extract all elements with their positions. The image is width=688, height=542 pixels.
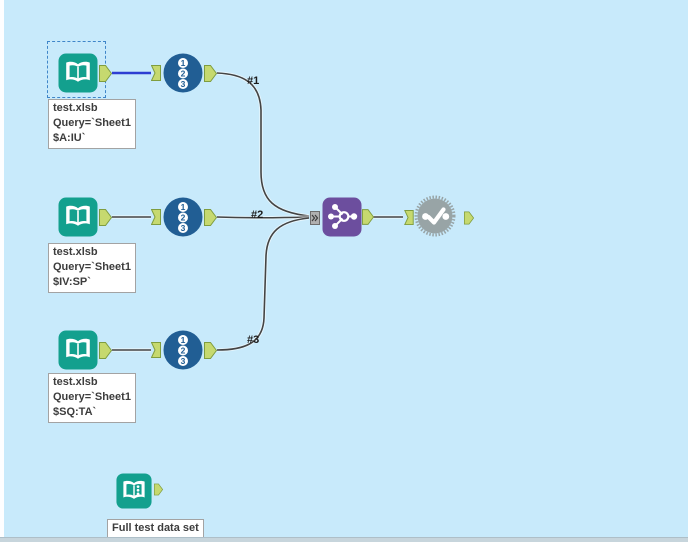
select3-output-anchor[interactable] xyxy=(204,342,217,359)
test-gear-icon xyxy=(414,195,456,237)
connection-select1-union[interactable] xyxy=(216,72,310,217)
annotation-line: Query=`Sheet1 xyxy=(53,117,131,129)
annotation-input1[interactable]: test.xlsb Query=`Sheet1 $A:IU` xyxy=(48,99,136,149)
annotation-input3[interactable]: test.xlsb Query=`Sheet1 $SQ:TA` xyxy=(48,373,136,423)
input-data-icon xyxy=(58,330,98,370)
tool-input-data-3[interactable] xyxy=(58,330,98,370)
canvas-left-edge xyxy=(0,0,4,538)
annotation-line: Full test data set xyxy=(112,522,199,534)
tool-input-data-2[interactable] xyxy=(58,197,98,237)
test-input-anchor[interactable] xyxy=(404,210,414,225)
select2-output-anchor[interactable] xyxy=(204,209,217,226)
annotation-line: test.xlsb xyxy=(53,376,98,388)
test-output-anchor[interactable] xyxy=(464,211,474,225)
annotation-line: Query=`Sheet1 xyxy=(53,261,131,273)
connection-label-2: #2 xyxy=(251,209,264,221)
select-icon: 1 2 3 xyxy=(163,330,203,370)
input2-output-anchor[interactable] xyxy=(99,209,112,226)
svg-text:1: 1 xyxy=(181,335,186,345)
svg-text:3: 3 xyxy=(181,223,186,233)
svg-text:2: 2 xyxy=(181,346,186,356)
annotation-line: $A:IU` xyxy=(53,132,86,144)
input4-output-anchor[interactable] xyxy=(154,483,163,496)
tool-input-data-1[interactable] xyxy=(58,53,98,93)
connection-select3-union[interactable] xyxy=(216,217,310,351)
tool-test[interactable] xyxy=(413,194,457,238)
annotation-line: $SQ:TA` xyxy=(53,406,97,418)
union-icon xyxy=(322,197,362,237)
tool-union[interactable] xyxy=(322,197,362,237)
union-input-anchor[interactable] xyxy=(310,211,320,225)
connection-select2-union[interactable] xyxy=(216,216,310,219)
wire-halo xyxy=(216,216,310,352)
svg-text:3: 3 xyxy=(181,356,186,366)
tool-select-2[interactable]: 1 2 3 xyxy=(163,197,203,237)
select1-input-anchor[interactable] xyxy=(151,65,161,81)
annotation-line: test.xlsb xyxy=(53,102,98,114)
input-data-icon xyxy=(116,473,152,509)
connection-label-1: #1 xyxy=(247,75,260,87)
input-data-icon xyxy=(58,53,98,93)
svg-text:2: 2 xyxy=(181,69,186,79)
input1-output-anchor[interactable] xyxy=(99,65,112,82)
annotation-line: test.xlsb xyxy=(53,246,98,258)
wire-halo xyxy=(216,71,310,218)
canvas-bottom-edge xyxy=(0,537,688,542)
select3-input-anchor[interactable] xyxy=(151,342,161,358)
input-data-icon xyxy=(58,197,98,237)
svg-text:1: 1 xyxy=(181,202,186,212)
svg-text:2: 2 xyxy=(181,213,186,223)
tool-select-1[interactable]: 1 2 3 xyxy=(163,53,203,93)
input3-output-anchor[interactable] xyxy=(99,342,112,359)
annotation-line: $IV:SP` xyxy=(53,276,91,288)
svg-text:1: 1 xyxy=(181,58,186,68)
svg-text:3: 3 xyxy=(181,79,186,89)
annotation-input2[interactable]: test.xlsb Query=`Sheet1 $IV:SP` xyxy=(48,243,136,293)
select1-output-anchor[interactable] xyxy=(204,65,217,82)
union-output-anchor[interactable] xyxy=(362,209,374,225)
tool-input-data-4[interactable] xyxy=(116,473,152,509)
select-icon: 1 2 3 xyxy=(163,53,203,93)
connection-label-3: #3 xyxy=(247,334,260,346)
annotation-input4[interactable]: Full test data set xyxy=(107,519,204,539)
annotation-line: Query=`Sheet1 xyxy=(53,391,131,403)
select2-input-anchor[interactable] xyxy=(151,209,161,225)
select-icon: 1 2 3 xyxy=(163,197,203,237)
tool-select-3[interactable]: 1 2 3 xyxy=(163,330,203,370)
